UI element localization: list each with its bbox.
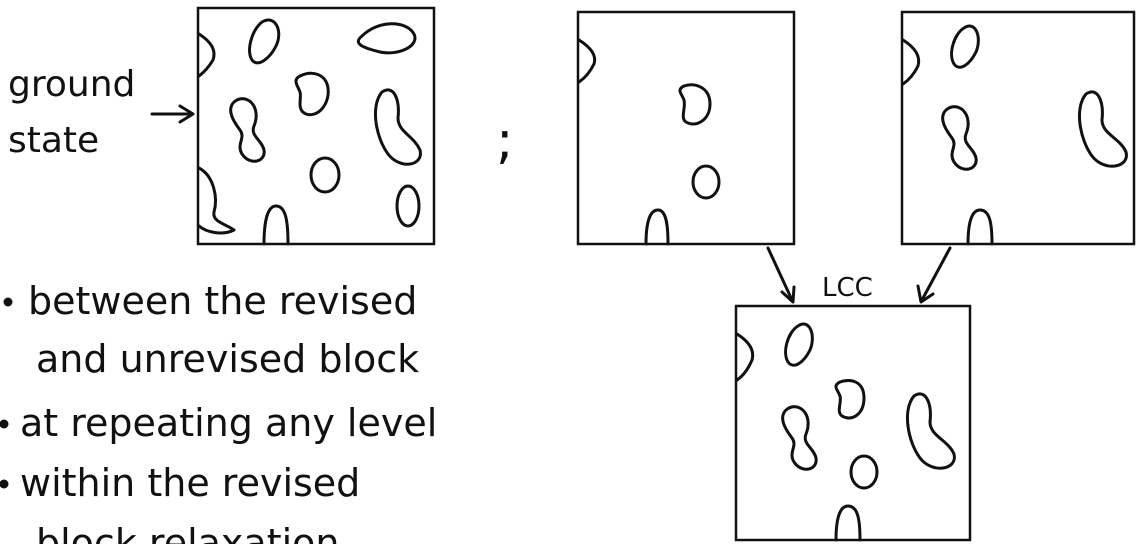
merge-arrow-right xyxy=(918,248,950,302)
ground-state-label-line-2: state xyxy=(8,120,99,161)
ground-state-arrow xyxy=(152,106,193,122)
bullet-list: between the revised and unrevised block … xyxy=(0,279,437,544)
block-box-1 xyxy=(578,12,794,244)
ground-state-label-line-1: ground xyxy=(8,64,135,105)
bullet-2-line-1: at repeating any level xyxy=(20,401,437,445)
ground-state-box xyxy=(198,8,434,244)
separator: ; xyxy=(496,111,514,171)
bullet-1-line-2: and unrevised block xyxy=(36,337,419,381)
bullet-dot-3 xyxy=(0,480,9,489)
bullet-dot-1 xyxy=(4,298,13,307)
block-box-2 xyxy=(902,12,1134,244)
lcc-box xyxy=(736,306,970,540)
bullet-dot-2 xyxy=(0,420,9,429)
merge-arrow-left xyxy=(768,248,794,302)
bullet-3-line-2: block relaxation xyxy=(36,521,339,544)
lcc-label: LCC xyxy=(822,273,873,303)
bullet-1-line-1: between the revised xyxy=(28,279,417,323)
bullet-3-line-1: within the revised xyxy=(20,461,360,505)
